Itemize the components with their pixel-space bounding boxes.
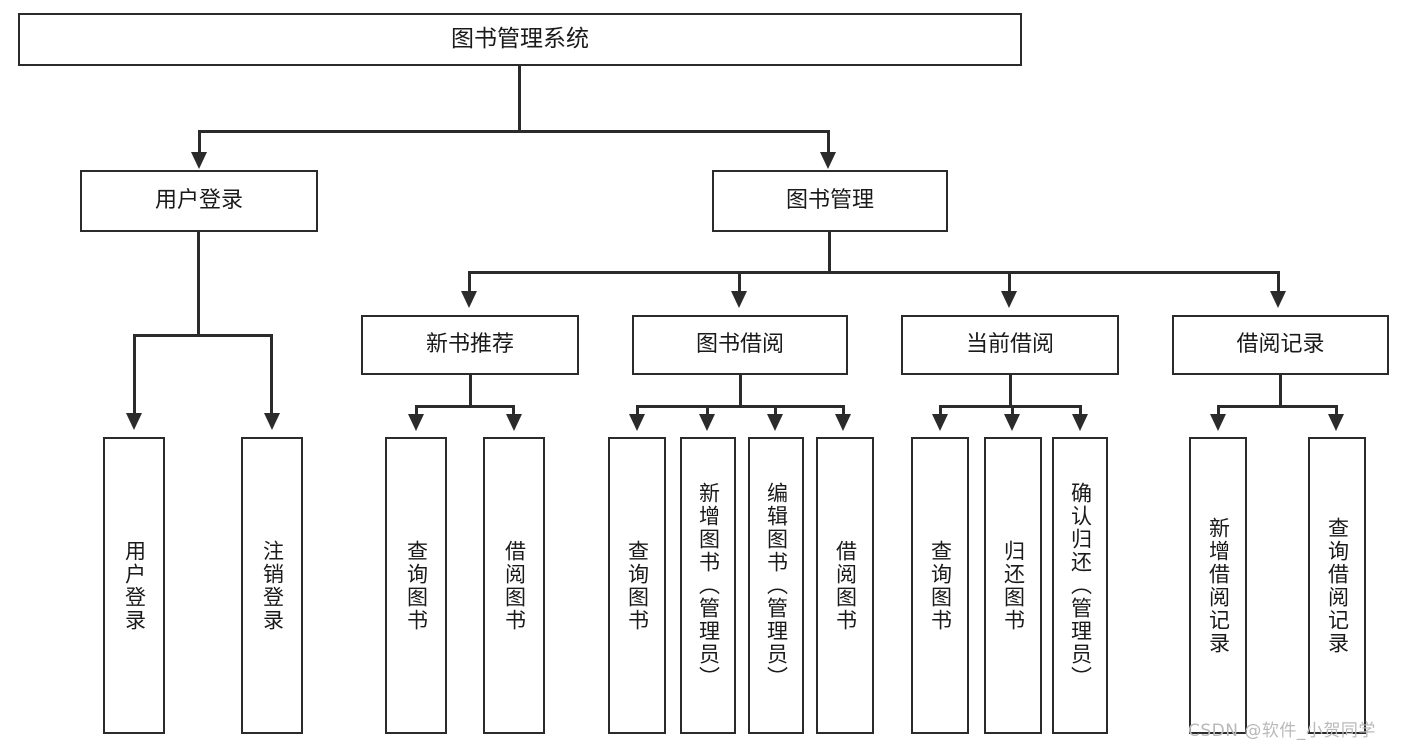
connector-borrow-drop-4 [842, 405, 845, 416]
connector-level2-bus [198, 130, 830, 133]
connector-borrow-stem [739, 375, 742, 408]
connector-borrow-drop-1 [636, 405, 639, 416]
connector-level3-drop-4 [1277, 271, 1280, 293]
arrow-to-leaf-query-book-3 [932, 414, 948, 431]
connector-recommend-stem [469, 375, 472, 408]
connector-borrow-drop-2 [706, 405, 709, 416]
connector-level3-bus [468, 271, 1280, 274]
node-label: 新增图书（管理员） [696, 482, 721, 689]
arrow-to-leaf-edit-book [767, 414, 783, 431]
connector-borrow-bus [636, 405, 844, 408]
node-book-borrow[interactable]: 图书借阅 [632, 315, 848, 375]
connector-current-drop-2 [1011, 405, 1014, 416]
arrow-to-book-borrow [731, 291, 747, 308]
node-label: 借阅记录 [1236, 332, 1325, 358]
node-label: 借阅图书 [502, 539, 527, 632]
node-current-borrow[interactable]: 当前借阅 [901, 315, 1119, 375]
node-leaf-query-book-1[interactable]: 查询图书 [385, 437, 447, 734]
node-label: 新增借阅记录 [1206, 516, 1231, 655]
connector-borrow-drop-3 [774, 405, 777, 416]
node-label: 借阅图书 [833, 539, 858, 632]
connector-user-login-stem [197, 232, 200, 337]
connector-user-login-drop-1 [133, 334, 136, 415]
connector-record-drop-1 [1217, 405, 1220, 416]
node-label: 归还图书 [1001, 539, 1026, 632]
connector-current-stem [1009, 375, 1012, 408]
arrow-to-leaf-borrow-book-1 [506, 414, 522, 431]
node-label: 用户登录 [154, 188, 243, 214]
node-label: 图书借阅 [695, 332, 784, 358]
node-leaf-query-book-3[interactable]: 查询图书 [911, 437, 969, 734]
arrow-to-user-login [191, 152, 207, 169]
arrow-to-leaf-borrow-book-2 [835, 414, 851, 431]
node-label: 注销登录 [260, 539, 285, 632]
arrow-to-leaf-confirm-return [1072, 414, 1088, 431]
node-label: 查询图书 [928, 539, 953, 632]
node-borrow-record[interactable]: 借阅记录 [1172, 315, 1389, 375]
arrow-to-new-book-recommend [461, 291, 477, 308]
connector-level3-drop-2 [738, 271, 741, 293]
node-leaf-logout[interactable]: 注销登录 [241, 437, 303, 734]
node-root-book-management-system[interactable]: 图书管理系统 [18, 13, 1022, 66]
arrow-to-leaf-query-record [1328, 414, 1344, 431]
node-leaf-add-book-admin[interactable]: 新增图书（管理员） [680, 437, 736, 734]
node-leaf-return-book[interactable]: 归还图书 [984, 437, 1042, 734]
arrow-to-leaf-query-book-2 [629, 414, 645, 431]
connector-level2-drop-left [198, 130, 201, 155]
csdn-watermark: CSDN @软件_小贺同学 [1188, 721, 1376, 741]
connector-recommend-bus [415, 405, 514, 408]
connector-record-drop-2 [1335, 405, 1338, 416]
node-label: 查询借阅记录 [1325, 516, 1350, 655]
connector-book-management-stem [828, 232, 831, 273]
node-label: 查询图书 [404, 539, 429, 632]
connector-current-bus [939, 405, 1082, 408]
node-book-management[interactable]: 图书管理 [712, 170, 948, 232]
connector-recommend-drop-1 [415, 405, 418, 416]
connector-recommend-drop-2 [512, 405, 515, 416]
arrow-to-borrow-record [1270, 291, 1286, 308]
node-label: 确认归还（管理员） [1068, 482, 1093, 689]
arrow-to-leaf-add-book [699, 414, 715, 431]
arrow-to-leaf-query-book-1 [408, 414, 424, 431]
connector-level2-drop-right [827, 130, 830, 155]
node-leaf-add-borrow-record[interactable]: 新增借阅记录 [1189, 437, 1247, 734]
connector-record-bus [1217, 405, 1337, 408]
arrow-to-leaf-add-record [1210, 414, 1226, 431]
connector-level3-drop-1 [468, 271, 471, 293]
node-label: 编辑图书（管理员） [764, 482, 789, 689]
arrow-to-leaf-user-login [126, 413, 142, 430]
node-leaf-borrow-book-2[interactable]: 借阅图书 [816, 437, 874, 734]
node-leaf-user-login[interactable]: 用户登录 [103, 437, 165, 734]
node-label: 查询图书 [625, 539, 650, 632]
connector-user-login-bus [133, 334, 273, 337]
connector-current-drop-3 [1079, 405, 1082, 416]
node-user-login[interactable]: 用户登录 [80, 170, 318, 232]
node-label: 用户登录 [122, 539, 147, 632]
node-leaf-query-book-2[interactable]: 查询图书 [608, 437, 666, 734]
node-label: 图书管理 [785, 188, 874, 214]
node-leaf-query-borrow-record[interactable]: 查询借阅记录 [1308, 437, 1366, 734]
node-label: 新书推荐 [425, 332, 514, 358]
connector-user-login-drop-2 [270, 334, 273, 415]
arrow-to-current-borrow [1001, 291, 1017, 308]
arrow-to-leaf-return-book [1004, 414, 1020, 431]
node-leaf-borrow-book-1[interactable]: 借阅图书 [483, 437, 545, 734]
node-leaf-edit-book-admin[interactable]: 编辑图书（管理员） [748, 437, 804, 734]
node-label: 图书管理系统 [451, 25, 589, 52]
node-new-book-recommend[interactable]: 新书推荐 [361, 315, 579, 375]
connector-record-stem [1279, 375, 1282, 408]
arrow-to-book-management [820, 152, 836, 169]
node-leaf-confirm-return-admin[interactable]: 确认归还（管理员） [1052, 437, 1108, 734]
connector-level3-drop-3 [1008, 271, 1011, 293]
arrow-to-leaf-logout [264, 413, 280, 430]
node-label: 当前借阅 [965, 332, 1054, 358]
connector-current-drop-1 [939, 405, 942, 416]
connector-root-stem [518, 66, 521, 132]
